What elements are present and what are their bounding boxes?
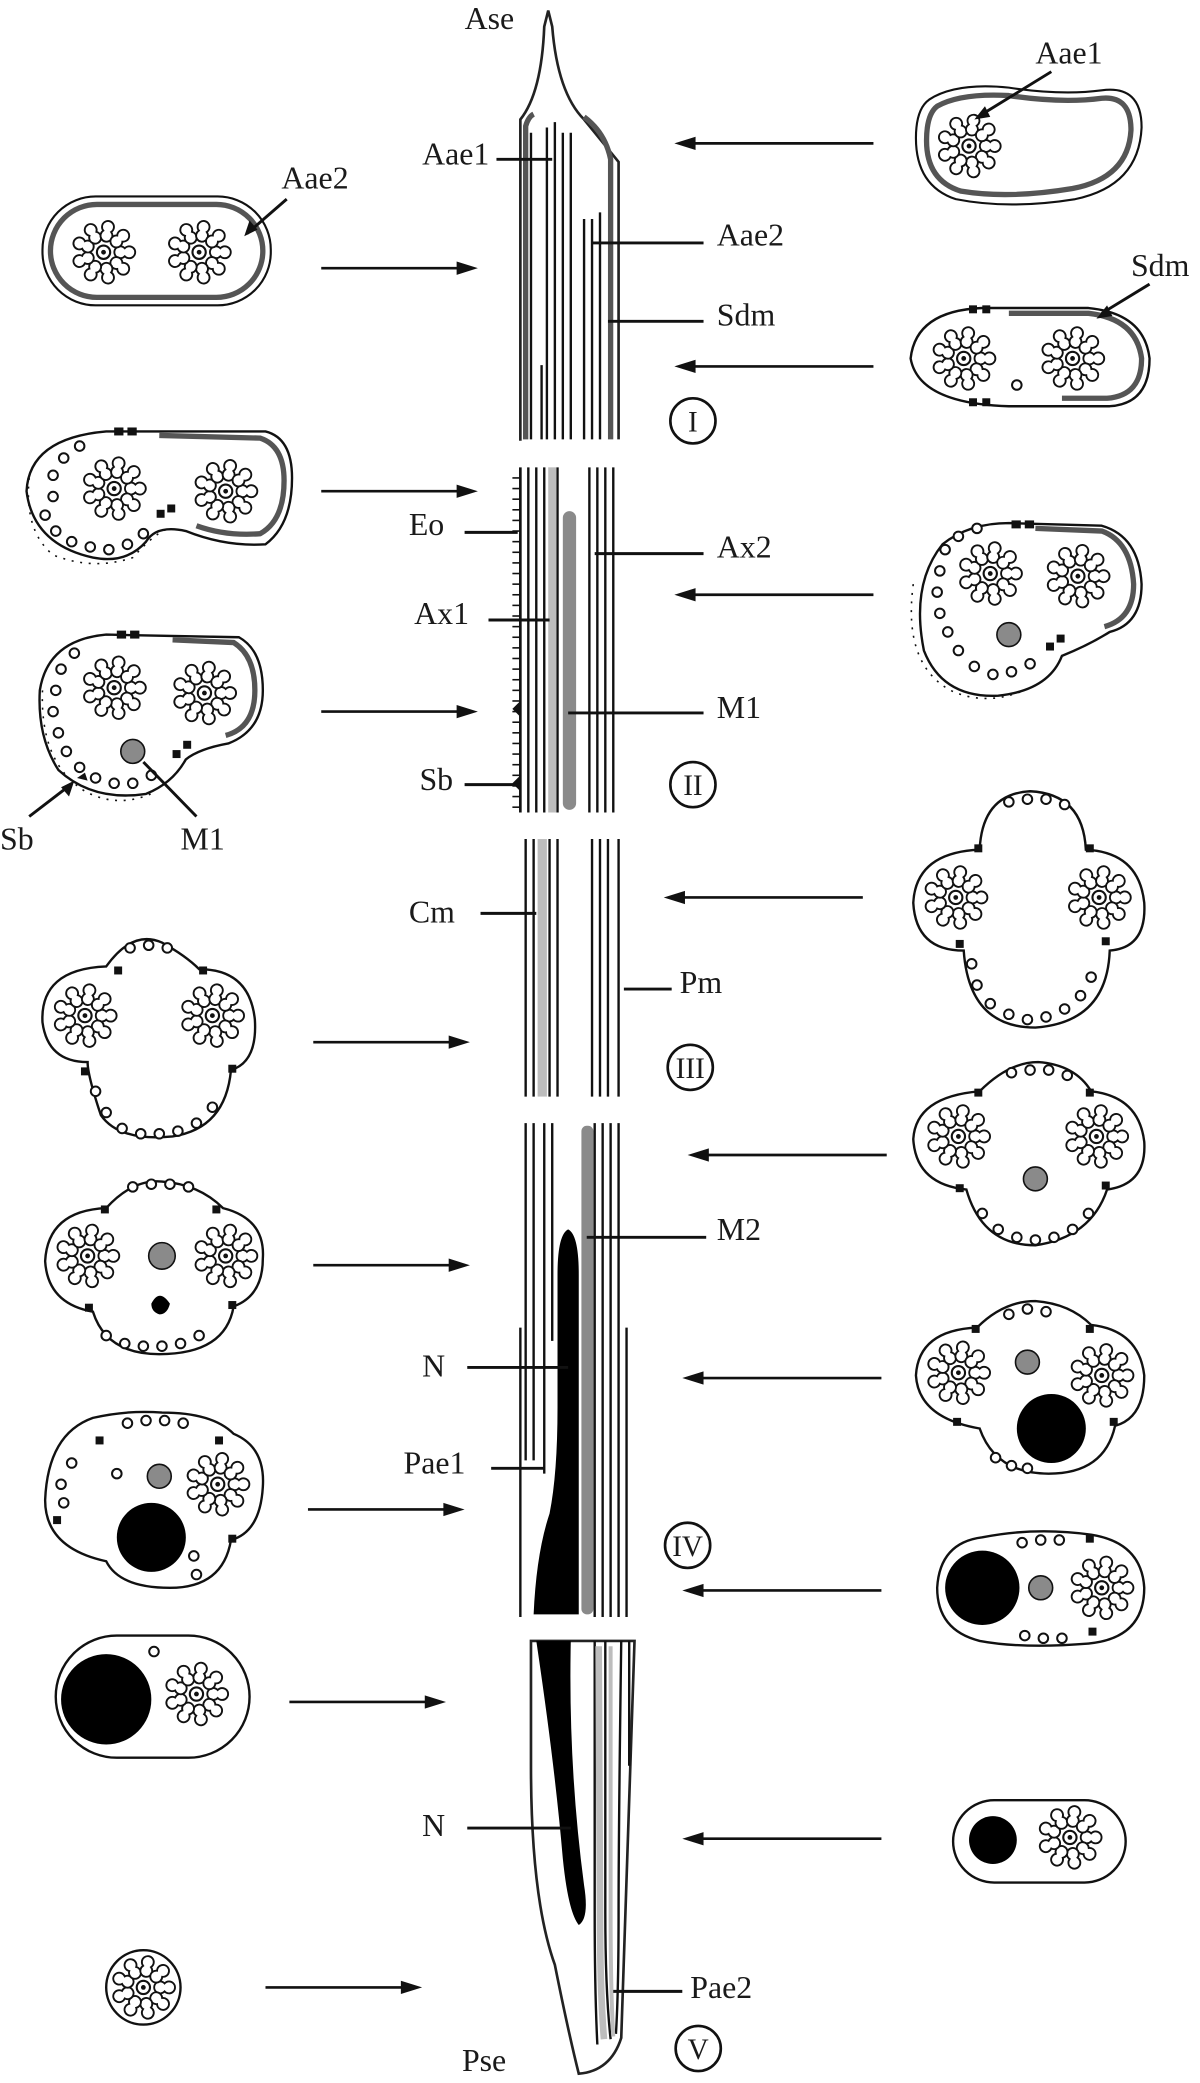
region-label-2: II — [683, 770, 702, 802]
section-left-8 — [105, 1949, 182, 2026]
section-right-3 — [910, 520, 1143, 700]
section-left-4 — [41, 937, 257, 1140]
section-right-8 — [951, 1799, 1127, 1884]
section-right-5 — [912, 1060, 1146, 1247]
tail-region-5 — [529, 1639, 636, 2076]
label-sdm-right: Sdm — [1131, 248, 1190, 283]
section-left-3: Sb M1 — [0, 630, 265, 857]
label-cm: Cm — [409, 895, 455, 930]
region-label-4: IV — [672, 1531, 703, 1563]
section-left-1: Aae2 — [41, 161, 349, 307]
label-ax2: Ax2 — [717, 530, 772, 565]
label-n: N — [422, 1349, 445, 1384]
label-aae2-left: Aae2 — [281, 161, 348, 196]
label-m1-left: M1 — [181, 822, 225, 857]
section-left-5 — [43, 1178, 265, 1356]
label-m1: M1 — [717, 690, 761, 725]
section-right-1: Aae1 — [914, 36, 1143, 206]
region-label-3: III — [676, 1053, 705, 1085]
tail-labels: Ase Pse Aae1 Aae2 Sdm Eo Ax2 Ax1 M1 Sb C… — [404, 1, 785, 2078]
section-right-7 — [935, 1530, 1146, 1647]
label-aae2: Aae2 — [717, 218, 784, 253]
region-label-5: V — [688, 2034, 709, 2066]
region-label-1: I — [688, 406, 698, 438]
tail-region-3 — [524, 839, 620, 1097]
tail-region-2 — [512, 467, 615, 813]
label-eo: Eo — [409, 507, 444, 542]
label-aae1: Aae1 — [422, 137, 489, 172]
label-pae2: Pae2 — [690, 1970, 752, 2005]
section-right-4 — [912, 790, 1146, 1029]
section-right-2: Sdm — [909, 248, 1190, 408]
section-left-6 — [43, 1410, 265, 1590]
tail-region-4 — [519, 1123, 628, 1618]
label-sdm: Sdm — [717, 297, 776, 332]
region-numerals: I II III IV V — [663, 396, 723, 2073]
label-pae1: Pae1 — [404, 1446, 466, 1481]
label-ase: Ase — [465, 1, 515, 36]
section-left-7 — [54, 1634, 251, 1759]
section-right-6 — [914, 1299, 1146, 1475]
label-m2: M2 — [717, 1212, 761, 1247]
label-sb-left: Sb — [0, 822, 34, 857]
label-aae1-right: Aae1 — [1035, 36, 1102, 71]
label-pse: Pse — [462, 2043, 506, 2078]
tail-region-1 — [519, 10, 622, 443]
label-pm: Pm — [680, 965, 723, 1000]
label-sb: Sb — [419, 762, 453, 797]
section-left-2 — [25, 427, 294, 565]
label-ax1: Ax1 — [414, 596, 469, 631]
label-n-lower: N — [422, 1808, 445, 1843]
